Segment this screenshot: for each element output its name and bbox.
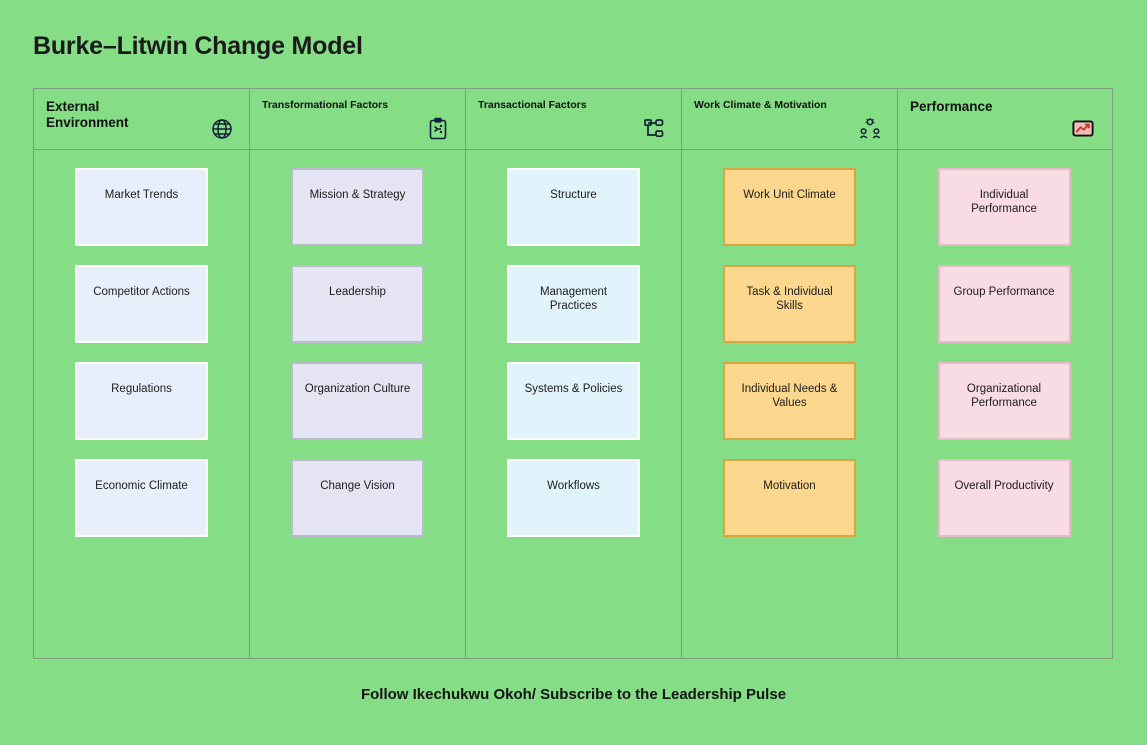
factor-card[interactable]: Group Performance [937, 265, 1071, 343]
globe-icon [209, 116, 235, 142]
chart-monitor-icon [1070, 116, 1096, 142]
factor-card[interactable]: Structure [507, 168, 640, 246]
factor-card[interactable]: Competitor Actions [75, 265, 208, 343]
factor-card[interactable]: Motivation [723, 459, 856, 537]
page-title: Burke–Litwin Change Model [33, 32, 363, 60]
factor-card[interactable]: Management Practices [507, 265, 640, 343]
factor-card[interactable]: Market Trends [75, 168, 208, 246]
factor-card[interactable]: Systems & Policies [507, 362, 640, 440]
column-body-transformational-factors: Mission & Strategy Leadership Organizati… [250, 150, 466, 658]
column-header-performance: Performance [898, 89, 1110, 149]
people-group-icon [857, 116, 883, 142]
factor-card[interactable]: Regulations [75, 362, 208, 440]
factor-card[interactable]: Work Unit Climate [723, 168, 856, 246]
column-title-line1: External [46, 99, 100, 114]
column-title-transactional-factors: Transactional Factors [478, 99, 587, 111]
clipboard-flow-icon [425, 116, 451, 142]
factor-card[interactable]: Leadership [291, 265, 424, 343]
factor-card[interactable]: Individual Needs & Values [723, 362, 856, 440]
factor-card[interactable]: Overall Productivity [937, 459, 1071, 537]
column-body-transactional-factors: Structure Management Practices Systems &… [466, 150, 682, 658]
footer-cta: Follow Ikechukwu Okoh/ Subscribe to the … [360, 686, 787, 703]
factor-card[interactable]: Organizational Performance [937, 362, 1071, 440]
column-header-transactional-factors: Transactional Factors [466, 89, 682, 149]
column-header-work-climate-motivation: Work Climate & Motivation [682, 89, 898, 149]
factor-card[interactable]: Economic Climate [75, 459, 208, 537]
factor-card[interactable]: Individual Performance [937, 168, 1071, 246]
factor-card[interactable]: Workflows [507, 459, 640, 537]
factor-card[interactable]: Organization Culture [291, 362, 424, 440]
column-body-work-climate-motivation: Work Unit Climate Task & Individual Skil… [682, 150, 898, 658]
matrix-body-row: Market Trends Competitor Actions Regulat… [34, 150, 1112, 658]
factor-card[interactable]: Change Vision [291, 459, 424, 537]
column-header-transformational-factors: Transformational Factors [250, 89, 466, 149]
column-body-performance: Individual Performance Group Performance… [898, 150, 1110, 658]
column-title-performance: Performance [910, 99, 993, 114]
column-title-transformational-factors: Transformational Factors [262, 99, 389, 111]
column-title-work-climate-motivation: Work Climate & Motivation [694, 99, 827, 111]
column-title-line2: Environment [46, 114, 129, 130]
factor-card[interactable]: Task & Individual Skills [723, 265, 856, 343]
column-body-external-environment: Market Trends Competitor Actions Regulat… [34, 150, 250, 658]
factor-card[interactable]: Mission & Strategy [291, 168, 424, 246]
sitemap-icon [641, 116, 667, 142]
